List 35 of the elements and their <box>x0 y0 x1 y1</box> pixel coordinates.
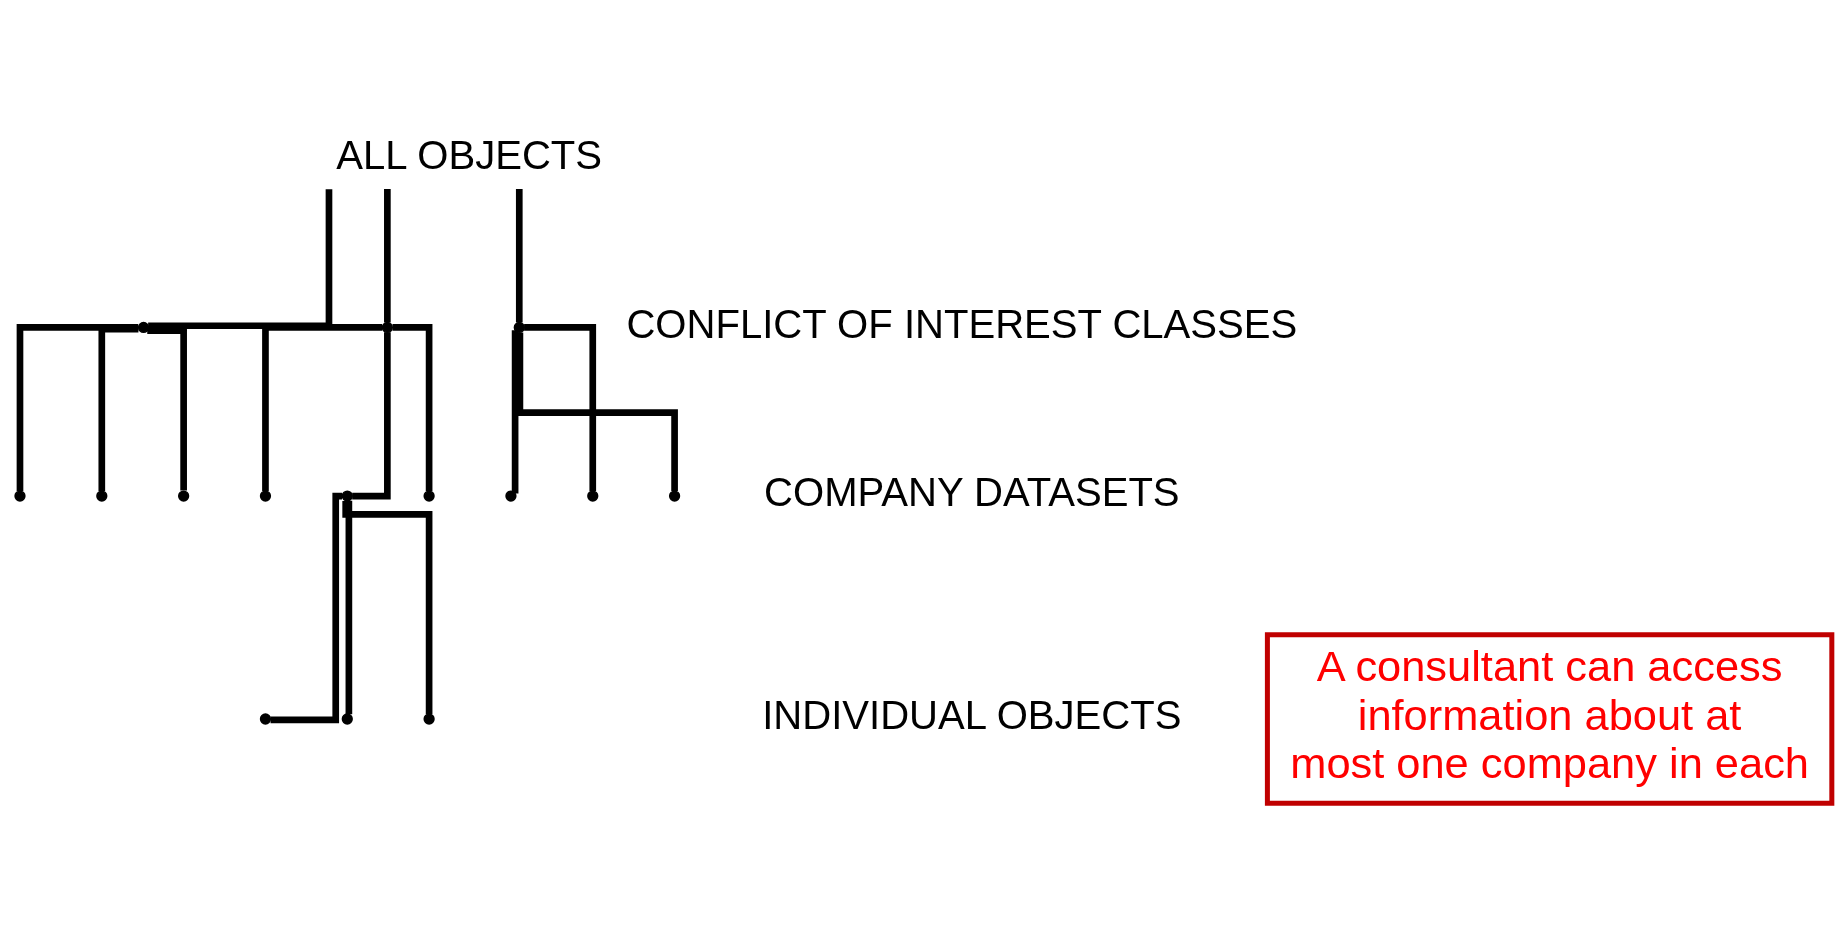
connector <box>352 331 391 499</box>
node-point <box>668 489 681 502</box>
label: CONFLICT OF INTEREST CLASSES <box>626 301 1298 346</box>
connector <box>524 323 597 491</box>
connector <box>511 329 519 494</box>
node-box: A consultant can access information about at most one company in each <box>1264 631 1835 806</box>
node-point <box>505 489 517 502</box>
connector <box>147 326 187 491</box>
node-text: ALL OBJECTS <box>336 132 603 177</box>
node-point <box>423 489 435 502</box>
connector <box>262 323 383 491</box>
node-point <box>259 712 272 725</box>
connector <box>515 188 523 322</box>
connector <box>516 331 678 491</box>
label: COMPANY DATASETS <box>764 469 1180 514</box>
node-point <box>178 489 190 502</box>
node-point <box>259 489 272 502</box>
label: INDIVIDUAL OBJECTS <box>762 692 1182 737</box>
node-point <box>341 712 353 725</box>
node-point <box>587 489 599 502</box>
connector <box>392 323 433 491</box>
connector <box>98 325 139 491</box>
connector <box>16 323 139 491</box>
connector <box>270 492 343 723</box>
connector <box>345 500 353 714</box>
connector <box>384 188 391 322</box>
node-point <box>341 489 353 502</box>
node-point <box>137 321 150 333</box>
node-point <box>513 321 525 333</box>
connector <box>342 500 433 714</box>
connector <box>148 188 333 329</box>
node-point <box>14 489 26 502</box>
node-point <box>423 712 435 725</box>
node-point <box>381 321 393 333</box>
node-point <box>96 489 108 502</box>
